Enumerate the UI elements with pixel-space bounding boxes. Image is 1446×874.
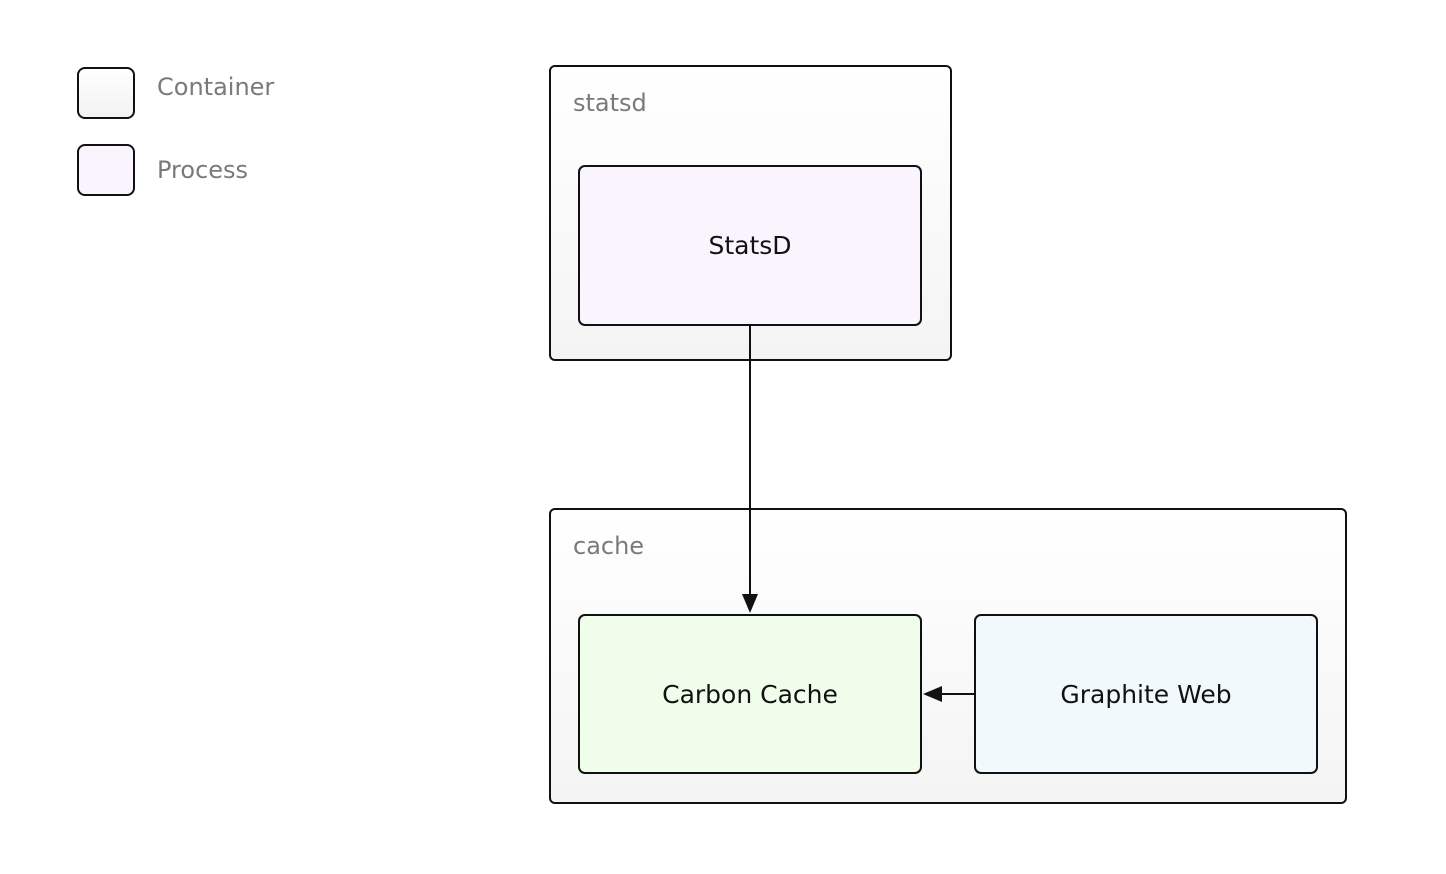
- legend-swatch-container: [77, 67, 135, 119]
- node-label-statsd: StatsD: [708, 231, 792, 260]
- container-label-statsd: statsd: [573, 89, 647, 117]
- legend-swatch-process: [77, 144, 135, 196]
- node-statsd: StatsD: [578, 165, 922, 326]
- node-label-carbon-cache: Carbon Cache: [662, 679, 838, 709]
- legend-label-process: Process: [157, 156, 249, 184]
- container-label-cache: cache: [573, 532, 645, 560]
- legend-label-container: Container: [157, 73, 275, 101]
- node-label-graphite-web: Graphite Web: [1060, 679, 1232, 709]
- node-carbon-cache: Carbon Cache: [578, 614, 922, 774]
- node-graphite-web: Graphite Web: [974, 614, 1318, 774]
